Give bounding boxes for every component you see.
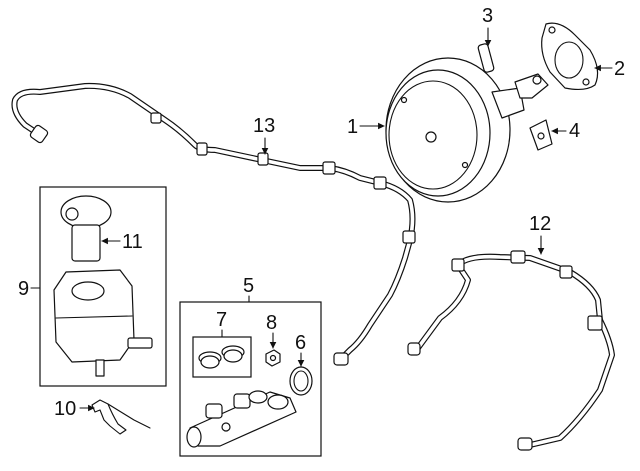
reservoir-group-box bbox=[39, 186, 167, 387]
vacuum-line-13[interactable] bbox=[11, 82, 416, 366]
callout-10: 10 bbox=[54, 398, 95, 420]
spring-clip-10[interactable] bbox=[91, 399, 151, 435]
callout-7: 7 bbox=[216, 309, 227, 338]
brake-booster-1[interactable] bbox=[385, 57, 549, 203]
callout-label: 7 bbox=[216, 309, 227, 331]
callout-9: 9 bbox=[18, 278, 41, 300]
callout-label: 6 bbox=[295, 332, 306, 354]
callout-label: 3 bbox=[482, 5, 493, 27]
callout-label: 12 bbox=[529, 213, 551, 235]
callout-4: 4 bbox=[551, 120, 580, 142]
callout-label: 5 bbox=[243, 275, 254, 297]
seal-ring-6[interactable] bbox=[289, 366, 313, 396]
vacuum-hose-12[interactable] bbox=[407, 250, 615, 451]
callout-5: 5 bbox=[243, 275, 254, 303]
callout-label: 4 bbox=[569, 120, 580, 142]
master-cylinder[interactable] bbox=[186, 390, 297, 448]
bracket-4[interactable] bbox=[529, 119, 553, 151]
callout-label: 1 bbox=[347, 116, 358, 138]
callout-3: 3 bbox=[482, 5, 493, 47]
callout-8: 8 bbox=[266, 312, 277, 349]
callout-12: 12 bbox=[529, 213, 551, 255]
nut-8[interactable] bbox=[265, 349, 281, 367]
callout-label: 10 bbox=[54, 398, 76, 420]
callout-11: 11 bbox=[101, 231, 143, 253]
master-cylinder-group-box bbox=[179, 301, 322, 457]
pushrod-3[interactable] bbox=[477, 43, 495, 73]
grommets-7[interactable] bbox=[198, 345, 245, 369]
callout-6: 6 bbox=[295, 332, 306, 367]
callout-label: 9 bbox=[18, 278, 29, 300]
callout-label: 13 bbox=[253, 115, 275, 137]
gasket-2[interactable] bbox=[541, 22, 599, 91]
fluid-reservoir[interactable] bbox=[53, 269, 153, 377]
callout-13: 13 bbox=[253, 115, 275, 155]
reservoir-cap-11[interactable] bbox=[60, 195, 112, 262]
callout-label: 11 bbox=[122, 231, 143, 253]
callout-label: 2 bbox=[614, 58, 625, 80]
callout-label: 8 bbox=[266, 312, 277, 334]
callout-2: 2 bbox=[594, 58, 625, 80]
callout-1: 1 bbox=[347, 116, 385, 138]
